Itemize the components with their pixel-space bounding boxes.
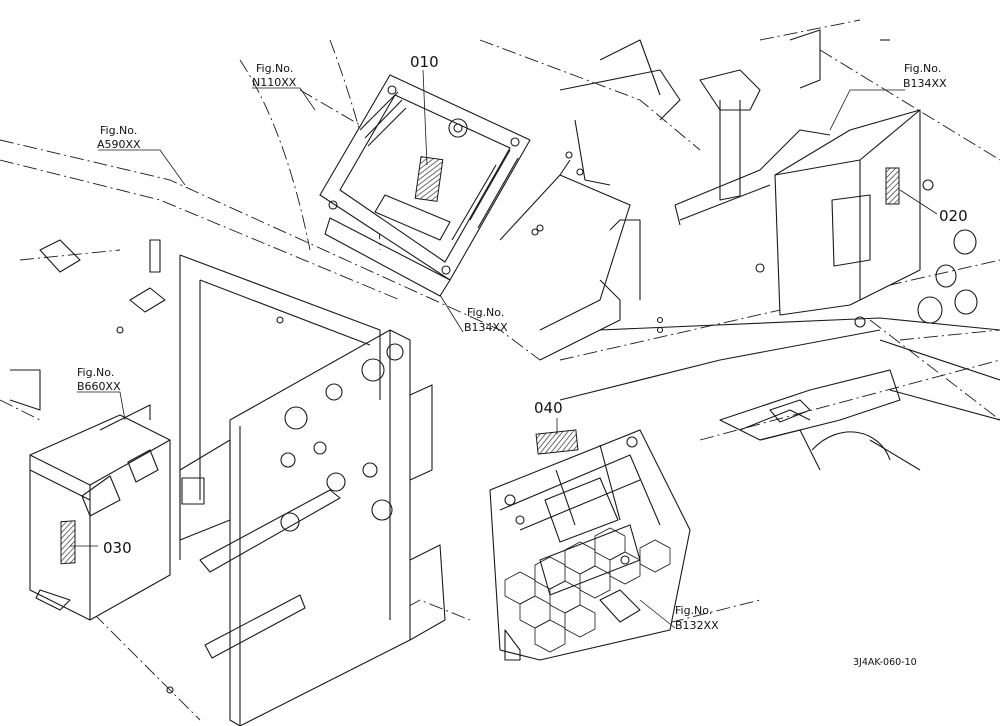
leader-lines — [70, 69, 938, 629]
grommet-holes — [917, 229, 978, 324]
fig-ref-n110xx-code: N110XX — [252, 76, 297, 89]
left-frame-plate — [9, 239, 381, 560]
floor-plates — [539, 317, 1000, 471]
main-side-panel — [179, 329, 446, 726]
label-040 — [535, 429, 579, 455]
fig-ref-a590xx-code: A590XX — [97, 138, 141, 151]
fig-ref-b134xx-top-label: Fig.No. — [904, 62, 941, 75]
controller-box-b660 — [29, 404, 171, 621]
fig-ref-b132xx-label: Fig.No. — [675, 604, 712, 617]
ecu-bracket — [499, 39, 681, 331]
fig-ref-b660xx-code: B660XX — [77, 380, 121, 393]
right-frame — [599, 29, 890, 331]
fig-ref-a590xx-label: Fig.No. — [100, 124, 137, 137]
fig-ref-b134xx-mid-label: Fig.No. — [467, 306, 504, 319]
fig-ref-b134xx-mid-code: B134XX — [464, 321, 508, 334]
fig-ref-b134xx-top-code: B134XX — [903, 77, 947, 90]
control-box-b134 — [755, 109, 934, 328]
ecu-unit — [319, 74, 544, 297]
fig-ref-b132xx-code: B132XX — [675, 619, 719, 632]
callout-010: 010 — [410, 53, 439, 71]
fig-ref-b660xx-label: Fig.No. — [77, 366, 114, 379]
callout-020: 020 — [939, 207, 968, 225]
bolts — [116, 228, 664, 694]
callout-040: 040 — [534, 399, 563, 417]
drawing-code: 3J4AK-060-10 — [853, 657, 917, 668]
fig-ref-n110xx-label: Fig.No. — [256, 62, 293, 75]
callout-030: 030 — [103, 539, 132, 557]
honeycomb-bracket — [489, 429, 691, 661]
